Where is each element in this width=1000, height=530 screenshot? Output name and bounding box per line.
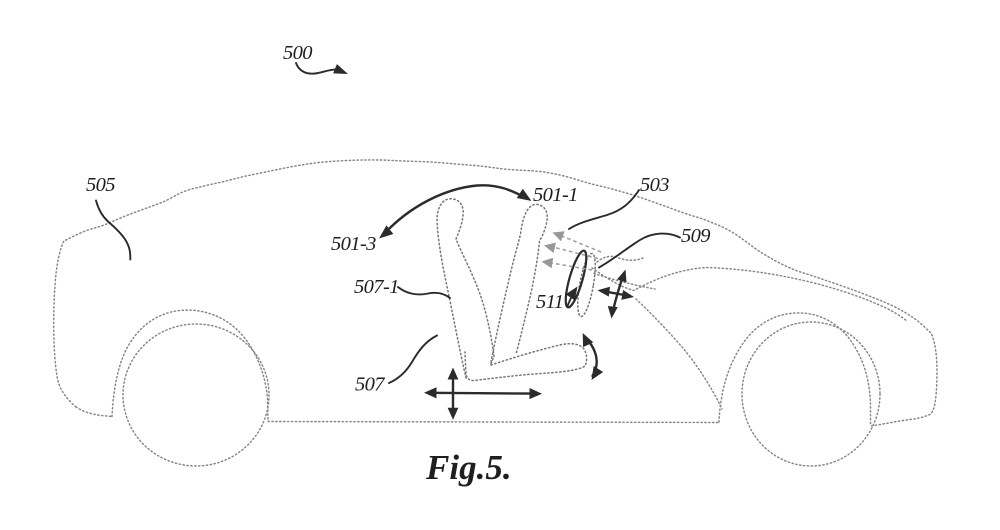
- svg-text:500: 500: [283, 42, 312, 64]
- svg-text:501-1: 501-1: [533, 184, 578, 206]
- svg-text:505: 505: [86, 174, 115, 196]
- svg-text:511: 511: [536, 291, 563, 313]
- svg-text:507-1: 507-1: [354, 276, 399, 298]
- svg-text:501-3: 501-3: [331, 233, 376, 255]
- svg-text:Fig.5.: Fig.5.: [425, 448, 512, 487]
- svg-text:507: 507: [355, 374, 385, 396]
- svg-text:509: 509: [681, 225, 710, 247]
- svg-text:503: 503: [640, 174, 669, 196]
